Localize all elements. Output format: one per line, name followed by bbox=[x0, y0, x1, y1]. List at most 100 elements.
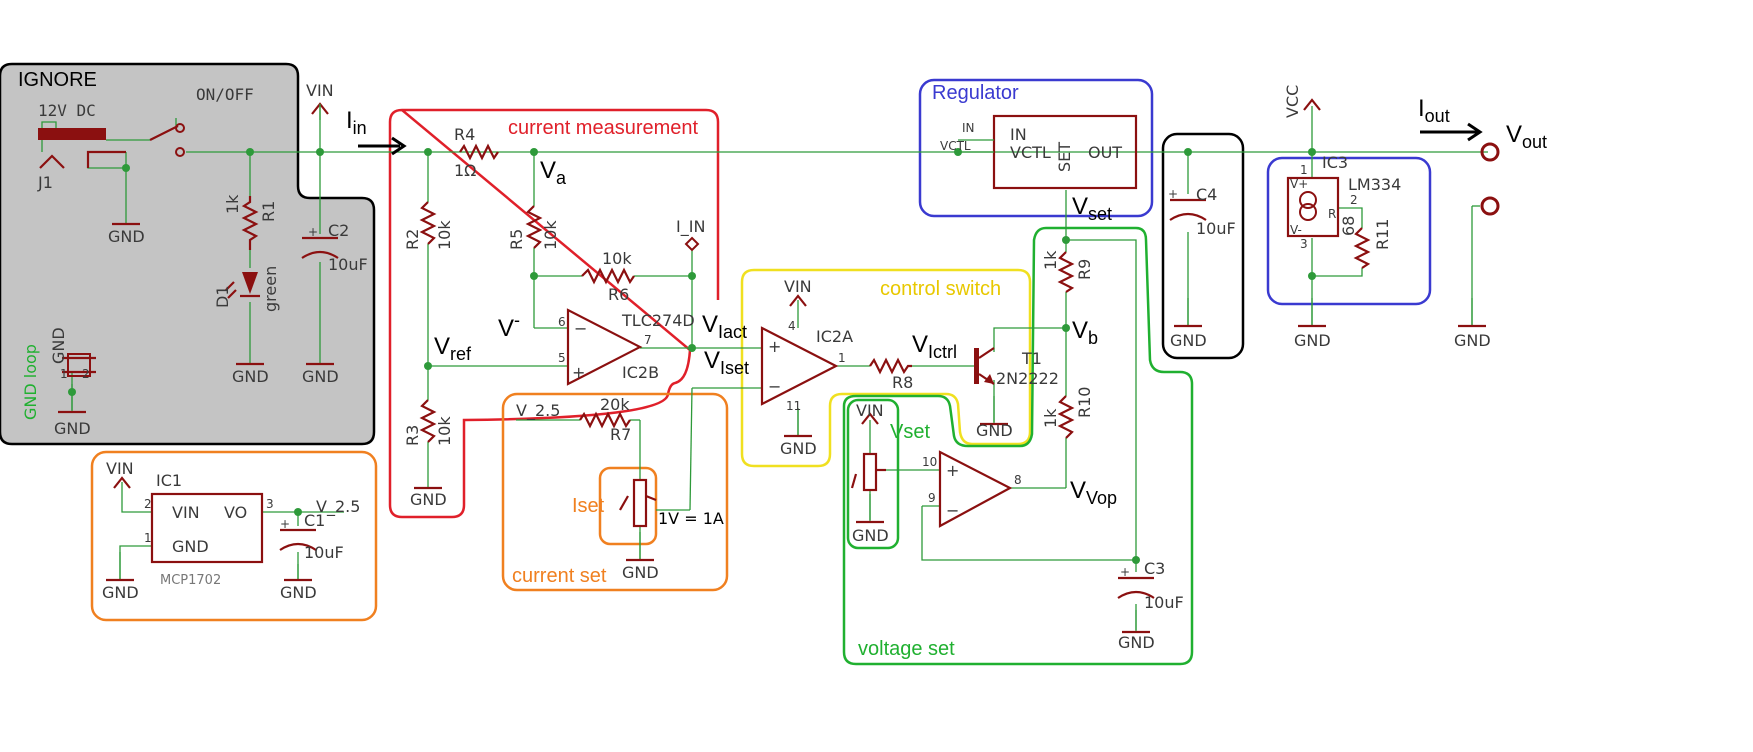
current-measurement-box bbox=[388, 108, 720, 519]
svg-text:8: 8 bbox=[1014, 473, 1022, 487]
svg-text:green: green bbox=[261, 266, 280, 312]
svg-text:2N2222: 2N2222 bbox=[996, 369, 1059, 388]
svg-text:IN: IN bbox=[1010, 125, 1027, 144]
opamp-ic2b: − + 6 5 7 TLC274D IC2B bbox=[558, 308, 695, 386]
vset-potentiometer bbox=[850, 452, 886, 492]
svg-text:+: + bbox=[1168, 187, 1178, 201]
svg-text:−: − bbox=[768, 377, 781, 396]
iset-pot-box bbox=[598, 466, 658, 546]
svg-text:V+: V+ bbox=[1290, 177, 1308, 191]
svg-text:VIset: VIset bbox=[704, 347, 749, 378]
svg-text:1k: 1k bbox=[223, 194, 242, 214]
svg-text:SET: SET bbox=[1055, 142, 1074, 172]
svg-text:20k: 20k bbox=[600, 395, 630, 414]
svg-text:12V DC: 12V DC bbox=[38, 101, 96, 120]
svg-text:GND: GND bbox=[976, 421, 1013, 440]
current-set-box bbox=[501, 392, 729, 592]
jack-j1: 12V DC J1 ON/OFF bbox=[37, 85, 254, 192]
capacitor-c1: + C1 10uF bbox=[279, 511, 344, 562]
resistor-r3: R3 10k bbox=[403, 399, 454, 446]
svg-text:R9: R9 bbox=[1075, 259, 1094, 280]
svg-text:10k: 10k bbox=[435, 220, 454, 250]
svg-text:R: R bbox=[1328, 207, 1336, 221]
svg-text:VIN: VIN bbox=[856, 401, 884, 420]
capacitor-c3: + C3 10uF bbox=[1117, 559, 1184, 612]
svg-text:Vref: Vref bbox=[434, 333, 472, 364]
svg-text:68: 68 bbox=[1339, 216, 1358, 236]
svg-text:1k: 1k bbox=[1041, 408, 1060, 428]
svg-text:GND: GND bbox=[54, 419, 91, 438]
svg-text:Va: Va bbox=[540, 157, 567, 188]
svg-text:V-: V- bbox=[498, 310, 520, 342]
resistor-r7: 20k R7 V_2.5 bbox=[516, 395, 631, 444]
svg-text:GND: GND bbox=[172, 537, 209, 556]
svg-text:10k: 10k bbox=[435, 416, 454, 446]
transistor-t1: T1 2N2222 bbox=[974, 347, 1059, 388]
svg-text:R5: R5 bbox=[507, 229, 526, 250]
regulator-chip: IN VCTL OUT SET IN VCTL bbox=[940, 114, 1138, 190]
output-terminals bbox=[1480, 142, 1500, 216]
vset-label: Vset bbox=[890, 421, 930, 443]
resistor-r8: R8 bbox=[869, 357, 913, 392]
control-switch-box bbox=[740, 268, 1032, 468]
ic1-mcp1702: VIN VO GND IC1 MCP1702 2 1 3 V_2.5 bbox=[144, 471, 360, 588]
current-measurement-label: current measurement bbox=[508, 117, 699, 139]
svg-text:10uF: 10uF bbox=[1196, 219, 1236, 238]
svg-text:I_IN: I_IN bbox=[676, 217, 705, 237]
resistor-r10: 1k R10 bbox=[1041, 387, 1094, 439]
capacitor-c2: + C2 10uF bbox=[301, 221, 368, 274]
regulator-box bbox=[918, 78, 1154, 218]
svg-text:+: + bbox=[280, 517, 290, 531]
svg-text:IN: IN bbox=[962, 121, 975, 135]
junctions bbox=[68, 148, 1316, 564]
svg-text:GND: GND bbox=[780, 439, 817, 458]
capacitor-c4: + C4 10uF bbox=[1168, 185, 1236, 238]
svg-text:C2: C2 bbox=[328, 221, 349, 240]
svg-text:VIN: VIN bbox=[306, 81, 334, 100]
current-set-label: current set bbox=[512, 565, 607, 587]
supply-arrows: VIN VIN VIN VIN VCC bbox=[106, 81, 1321, 489]
svg-text:J1: J1 bbox=[37, 173, 53, 192]
ignore-area bbox=[0, 62, 376, 446]
svg-text:1Ω: 1Ω bbox=[454, 161, 476, 180]
svg-text:R10: R10 bbox=[1075, 387, 1094, 418]
svg-text:11: 11 bbox=[786, 399, 801, 413]
svg-text:VIN: VIN bbox=[172, 503, 200, 522]
svg-text:LM334: LM334 bbox=[1348, 175, 1401, 194]
svg-text:GND: GND bbox=[49, 327, 68, 364]
control-switch-label: control switch bbox=[880, 278, 1001, 300]
c4-box bbox=[1161, 132, 1245, 360]
svg-text:3: 3 bbox=[1300, 237, 1308, 251]
svg-text:V_2.5: V_2.5 bbox=[516, 401, 560, 421]
svg-text:6: 6 bbox=[558, 315, 566, 329]
svg-text:3: 3 bbox=[266, 497, 274, 511]
svg-text:IC2B: IC2B bbox=[622, 363, 659, 382]
svg-text:10uF: 10uF bbox=[328, 255, 368, 274]
ic1-box bbox=[90, 450, 378, 622]
svg-text:R3: R3 bbox=[403, 425, 422, 446]
svg-text:IC2A: IC2A bbox=[816, 327, 853, 346]
svg-text:GND: GND bbox=[1170, 331, 1207, 350]
svg-text:2: 2 bbox=[82, 367, 90, 381]
svg-text:GND: GND bbox=[410, 490, 447, 509]
svg-text:OUT: OUT bbox=[1088, 143, 1122, 162]
svg-text:10: 10 bbox=[922, 455, 937, 469]
svg-text:5: 5 bbox=[558, 351, 566, 365]
svg-text:VIact: VIact bbox=[702, 311, 747, 342]
svg-text:GND: GND bbox=[1294, 331, 1331, 350]
svg-text:−: − bbox=[574, 319, 587, 338]
svg-text:1V = 1A: 1V = 1A bbox=[658, 509, 724, 528]
svg-text:1: 1 bbox=[838, 351, 846, 365]
svg-text:GND: GND bbox=[1118, 633, 1155, 652]
ic3-lm334: V+ V- R IC3 LM334 1 2 3 bbox=[1286, 153, 1401, 251]
svg-text:GND: GND bbox=[108, 227, 145, 246]
svg-text:R8: R8 bbox=[892, 373, 913, 392]
resistor-r9: 1k R9 bbox=[1041, 250, 1094, 293]
svg-text:2: 2 bbox=[144, 497, 152, 511]
resistor-r2: R2 10k bbox=[403, 201, 454, 250]
voltage-set-box bbox=[842, 226, 1194, 666]
opamp-vset: + − 10 9 8 bbox=[922, 450, 1022, 528]
net-labels: Iin Iout Vout Va V- Vref VIact VIset VIc… bbox=[346, 95, 1547, 508]
svg-text:10uF: 10uF bbox=[1144, 593, 1184, 612]
svg-text:Vset: Vset bbox=[1072, 193, 1112, 224]
